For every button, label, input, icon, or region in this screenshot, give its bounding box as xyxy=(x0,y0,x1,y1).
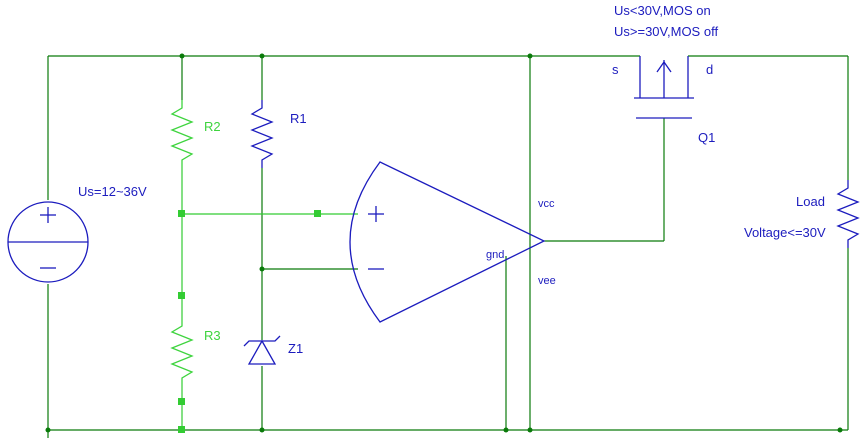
junction-dot xyxy=(527,53,533,59)
zener-bar xyxy=(243,335,281,347)
mosfet-arrow xyxy=(656,60,672,73)
junction-dot xyxy=(179,53,185,59)
junction-dot xyxy=(259,53,265,59)
resistor-r1-symbol xyxy=(250,100,274,168)
opamp-vcc-label: vcc xyxy=(538,198,555,210)
divider-highlight-wires xyxy=(181,168,358,430)
junction-dot xyxy=(259,266,265,272)
resistor-load-symbol xyxy=(836,180,860,248)
annotation-line-2: Us>=30V,MOS off xyxy=(614,24,718,39)
load-label: Load xyxy=(796,194,825,209)
mosfet-drain-pin-label: d xyxy=(706,62,713,77)
annotation-line-1: Us<30V,MOS on xyxy=(614,3,711,18)
junction-dots xyxy=(45,53,843,433)
node-marker xyxy=(314,210,321,217)
node-marker xyxy=(178,398,185,405)
load-voltage-note: Voltage<=30V xyxy=(744,225,826,240)
opamp-gnd-label: gnd xyxy=(486,249,504,261)
voltage-source-symbol xyxy=(7,201,89,283)
zener-label: Z1 xyxy=(288,341,303,356)
resistor-r3-label: R3 xyxy=(204,328,221,343)
resistor-r1-label: R1 xyxy=(290,111,307,126)
node-marker xyxy=(178,426,185,433)
opamp-symbol xyxy=(349,161,546,323)
node-markers xyxy=(178,210,321,433)
zener-triangle xyxy=(247,339,277,365)
mosfet-label: Q1 xyxy=(698,130,715,145)
junction-dot xyxy=(503,427,509,433)
junction-dot xyxy=(259,427,265,433)
resistor-r2-label: R2 xyxy=(204,119,221,134)
resistor-r3-symbol xyxy=(170,320,194,384)
source-label: Us=12~36V xyxy=(78,184,147,199)
mosfet-q1-symbol xyxy=(634,56,694,119)
junction-dot xyxy=(527,427,533,433)
node-marker xyxy=(178,210,185,217)
junction-dot xyxy=(45,427,51,433)
zener-diode-symbol xyxy=(243,335,281,365)
mosfet-source-pin-label: s xyxy=(612,62,619,77)
opamp-body xyxy=(349,161,546,323)
resistor-r2-symbol xyxy=(170,100,194,168)
wire-network xyxy=(47,55,849,438)
opamp-vee-label: vee xyxy=(538,275,556,287)
junction-dot xyxy=(837,427,843,433)
node-marker xyxy=(178,292,185,299)
